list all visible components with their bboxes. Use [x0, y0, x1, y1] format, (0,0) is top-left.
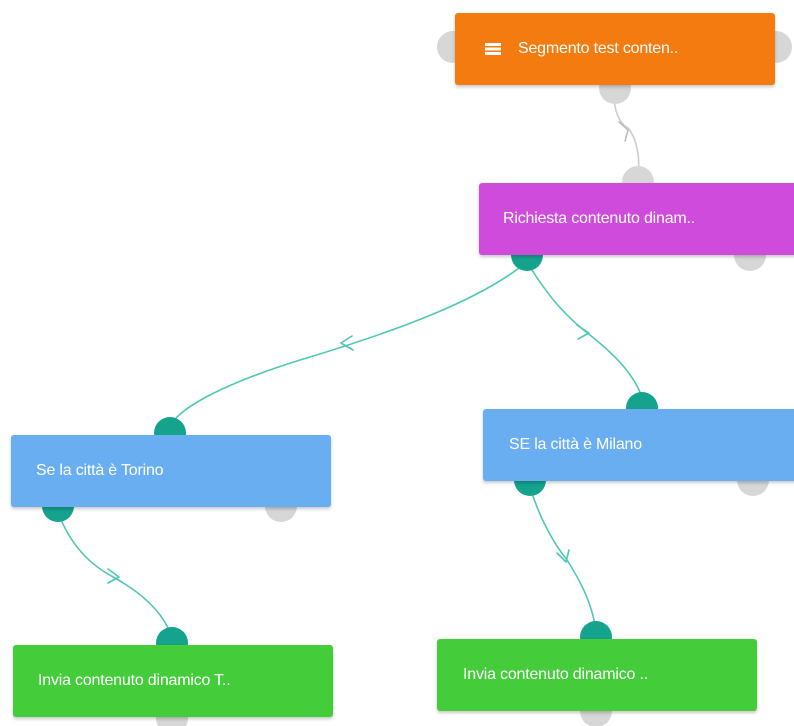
arrowhead-icon — [556, 549, 570, 563]
connector-request-to-torino — [169, 261, 528, 429]
arrowhead-icon — [576, 324, 590, 340]
segment-node-label: Segmento test conten.. — [518, 40, 679, 57]
segment-node[interactable]: Segmento test conten.. — [455, 13, 775, 85]
list-icon — [485, 43, 501, 55]
condition-torino-node[interactable]: Se la città è Torino — [11, 435, 331, 507]
arrowhead-icon — [107, 568, 120, 584]
connector-milano-to-send — [529, 486, 597, 631]
connector-torino-to-send — [57, 511, 173, 639]
send-torino-node[interactable]: Invia contenuto dinamico T.. — [13, 645, 333, 717]
send-milano-label: Invia contenuto dinamico .. — [463, 666, 648, 683]
connector-request-to-milano — [526, 261, 644, 401]
arrowhead-icon — [618, 121, 629, 142]
request-node[interactable]: Richiesta contenuto dinam.. — [479, 183, 794, 255]
condition-milano-label: SE la città è Milano — [509, 436, 642, 453]
request-node-label: Richiesta contenuto dinam.. — [503, 210, 696, 227]
arrowhead-icon — [340, 335, 354, 351]
condition-torino-label: Se la città è Torino — [36, 462, 164, 479]
send-torino-label: Invia contenuto dinamico T.. — [38, 672, 231, 689]
send-milano-node[interactable]: Invia contenuto dinamico .. — [437, 639, 757, 711]
condition-milano-node[interactable]: SE la città è Milano — [483, 409, 794, 481]
